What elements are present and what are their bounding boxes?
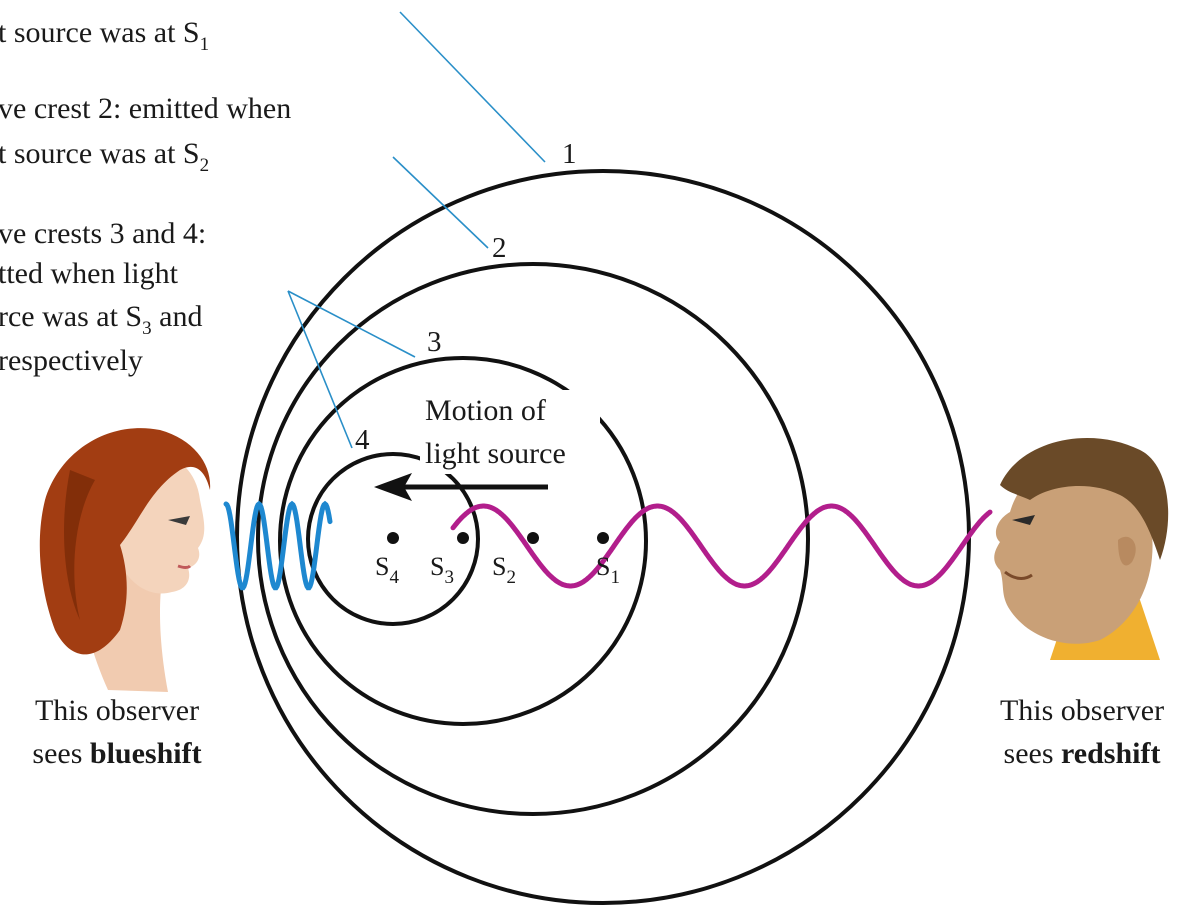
redshift-wave — [453, 506, 990, 586]
source-dots — [387, 532, 609, 544]
crest2-annotation-line1: ve crest 2: emitted when — [0, 92, 291, 125]
source-label-s2: S2 — [492, 552, 516, 588]
right-observer-caption-line2: sees redshift — [1004, 737, 1161, 770]
left-observer-caption-line2: sees blueshift — [32, 737, 201, 770]
crest-number-4: 4 — [355, 424, 370, 456]
left-observer-lips — [178, 566, 190, 568]
motion-label-line1: Motion of — [425, 394, 546, 427]
observer-captions: This observer sees blueshift This observ… — [32, 694, 1164, 770]
crest34-annotation-line2: tted when light — [0, 257, 179, 290]
motion-arrow — [374, 473, 548, 501]
source-label-s4: S4 — [375, 552, 399, 588]
leader-line-2 — [393, 157, 488, 248]
source-dot-s2 — [527, 532, 539, 544]
crest-number-1: 1 — [562, 138, 577, 170]
crest-number-3: 3 — [427, 326, 442, 358]
crest-annotations: t source was at S1 ve crest 2: emitted w… — [0, 16, 291, 377]
right-observer-caption-line1: This observer — [1000, 694, 1164, 727]
blueshift-wave — [226, 504, 330, 588]
source-label-s1: S1 — [596, 552, 620, 588]
crest-number-2: 2 — [492, 232, 507, 264]
crest34-annotation-line4: respectively — [0, 344, 143, 377]
source-dot-s3 — [457, 532, 469, 544]
leader-line-1 — [400, 12, 545, 162]
right-observer — [994, 438, 1168, 660]
crest34-annotation-line3: rce was at S3 and — [0, 300, 202, 339]
source-dot-s1 — [597, 532, 609, 544]
source-label-s3: S3 — [430, 552, 454, 588]
crest1-annotation: t source was at S1 — [0, 16, 209, 55]
left-observer — [40, 428, 210, 692]
source-dot-s4 — [387, 532, 399, 544]
motion-label-line2: light source — [425, 437, 566, 470]
left-observer-caption-line1: This observer — [35, 694, 199, 727]
crest2-annotation-line2: t source was at S2 — [0, 137, 209, 176]
crest34-annotation-line1: ve crests 3 and 4: — [0, 217, 206, 250]
leader-lines — [288, 12, 545, 448]
